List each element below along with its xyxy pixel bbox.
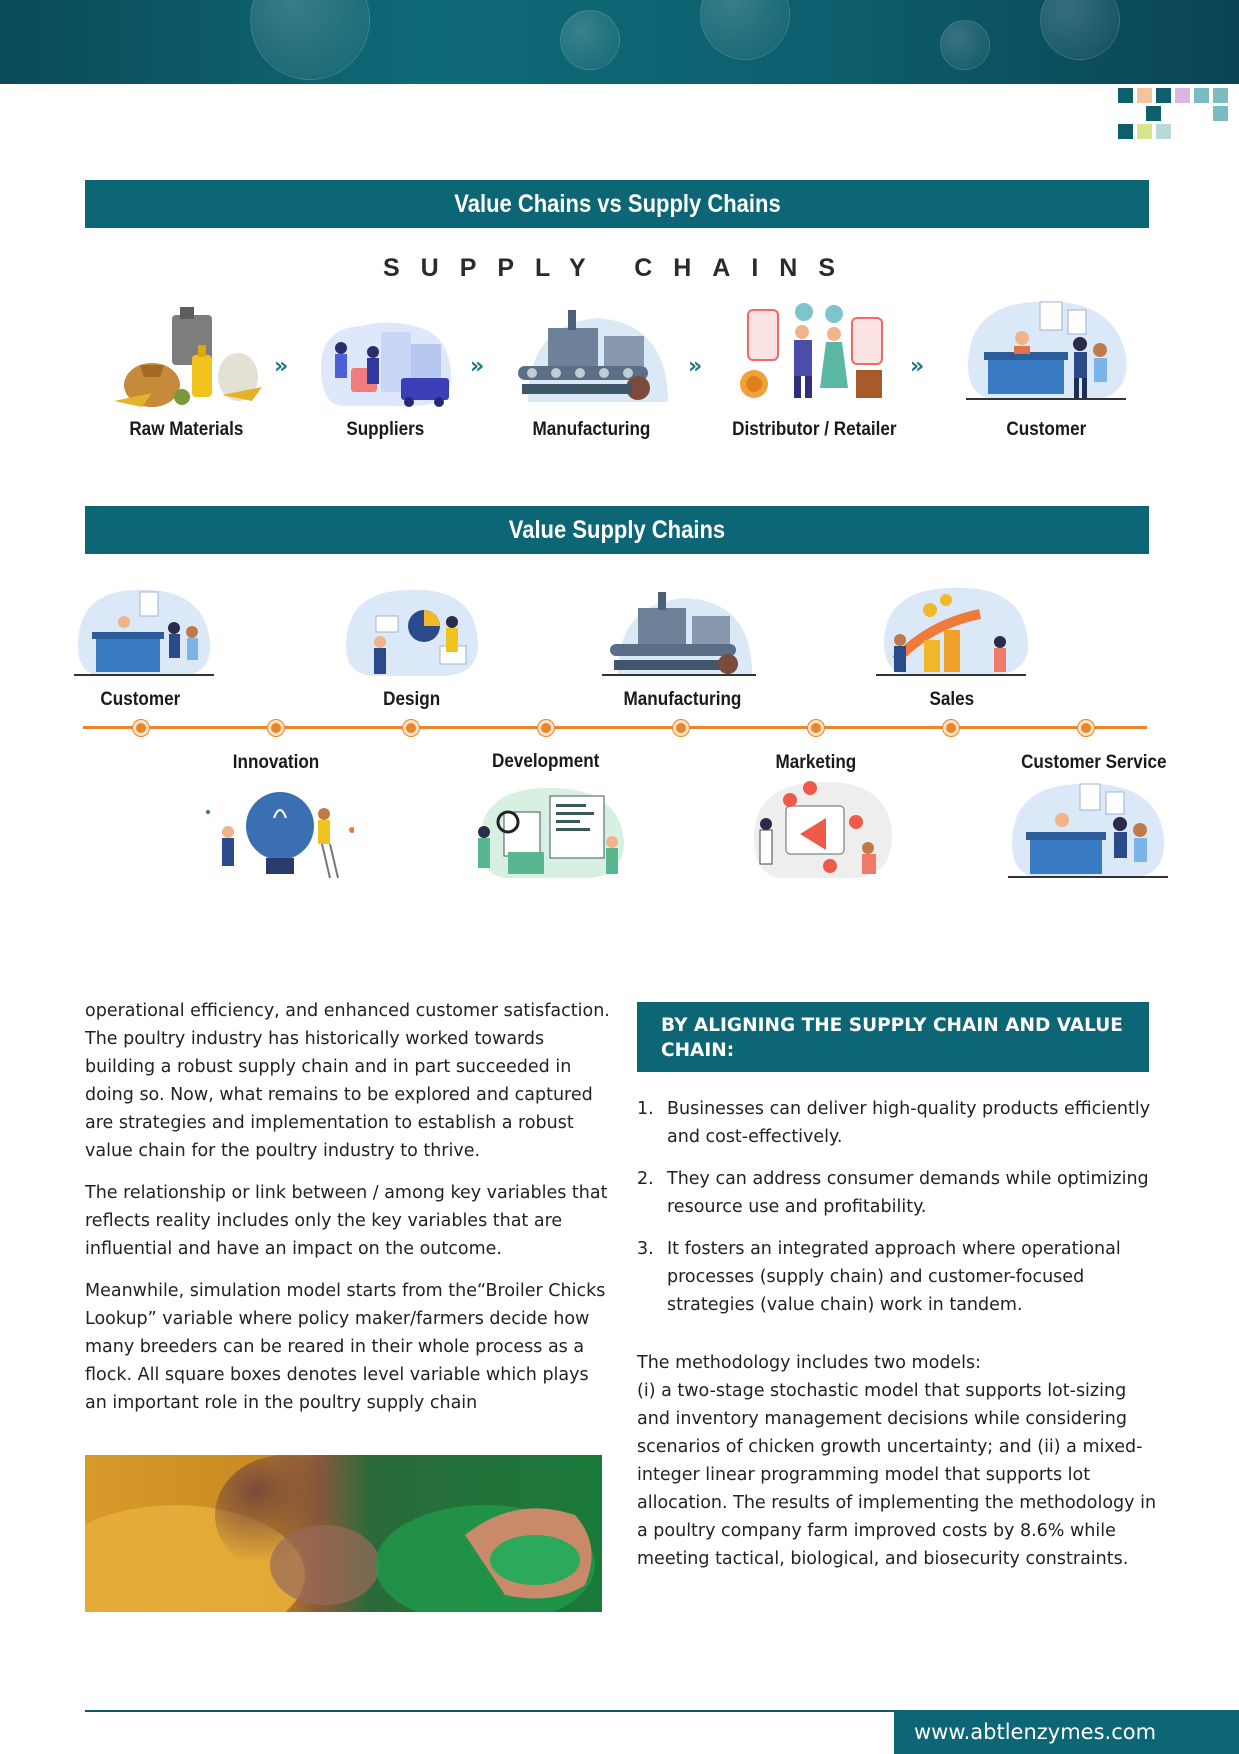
timeline-label-development: Development xyxy=(492,751,600,772)
raw-materials-illustration xyxy=(114,307,262,407)
list-item-text: It fosters an integrated approach where … xyxy=(667,1239,1121,1315)
chevron-right-icon: » xyxy=(910,354,925,379)
aligning-callout: BY ALIGNING THE SUPPLY CHAIN AND VALUE C… xyxy=(637,1002,1149,1072)
marketing-illustration xyxy=(754,781,892,878)
timeline-dot xyxy=(1078,720,1094,736)
timeline-dot xyxy=(268,720,284,736)
timeline-label-manufacturing: Manufacturing xyxy=(623,689,741,710)
list-item-text: Businesses can deliver high-quality prod… xyxy=(667,1099,1151,1147)
development-illustration xyxy=(478,787,624,878)
header-banner xyxy=(0,0,1239,84)
paragraph-1: operational efficiency, and enhanced cus… xyxy=(85,1001,610,1161)
customer-service-illustration xyxy=(1008,783,1168,878)
timeline-dot xyxy=(403,720,419,736)
list-item-number: 2. xyxy=(637,1169,654,1189)
list-item: 2. They can address consumer demands whi… xyxy=(637,1165,1157,1221)
benefits-list: 1. Businesses can deliver high-quality p… xyxy=(637,1095,1157,1333)
chevron-right-icon: » xyxy=(470,354,485,379)
paragraph-3: Meanwhile, simulation model starts from … xyxy=(85,1281,606,1413)
timeline-line xyxy=(83,726,1147,729)
design-illustration xyxy=(346,589,478,676)
timeline-dot xyxy=(673,720,689,736)
timeline-dot xyxy=(943,720,959,736)
step-label-suppliers: Suppliers xyxy=(346,419,424,440)
step-label-raw-materials: Raw Materials xyxy=(128,419,244,440)
list-item: 3. It fosters an integrated approach whe… xyxy=(637,1235,1157,1319)
list-item: 1. Businesses can deliver high-quality p… xyxy=(637,1095,1157,1151)
innovation-illustration xyxy=(206,792,354,879)
chevron-right-icon: » xyxy=(274,354,289,379)
timeline-label-sales: Sales xyxy=(929,689,975,710)
timeline-dot xyxy=(538,720,554,736)
timeline-dot xyxy=(808,720,824,736)
timeline-label-innovation: Innovation xyxy=(232,752,320,773)
customer-illustration xyxy=(966,301,1127,400)
timeline-dot xyxy=(133,720,149,736)
timeline-label-design: Design xyxy=(383,689,441,710)
footer-divider xyxy=(85,1710,1239,1712)
manufacturing-illustration xyxy=(518,310,668,402)
chevron-right-icon: » xyxy=(688,354,703,379)
timeline-label-marketing: Marketing xyxy=(775,752,857,773)
supply-chains-heading: SUPPLY CHAINS xyxy=(382,254,857,282)
step-label-customer: Customer xyxy=(1006,419,1086,440)
list-item-number: 1. xyxy=(637,1099,654,1119)
step-label-manufacturing: Manufacturing xyxy=(532,419,650,440)
left-body-text: operational efficiency, and enhanced cus… xyxy=(85,997,615,1431)
step-label-distributor-retailer: Distributor / Retailer xyxy=(731,419,897,440)
feed-ingredients-photo xyxy=(85,1455,602,1612)
suppliers-illustration xyxy=(321,322,451,407)
methodology-body: (i) a two-stage stochastic model that su… xyxy=(637,1381,1157,1569)
sales-illustration xyxy=(876,587,1029,676)
website-link[interactable]: www.abtlenzymes.com xyxy=(894,1710,1239,1754)
paragraph-2: The relationship or link between / among… xyxy=(85,1183,608,1259)
distributor-retailer-illustration xyxy=(740,303,883,398)
list-item-number: 3. xyxy=(637,1239,654,1259)
section-title-value-supply: Value Supply Chains xyxy=(85,506,1149,554)
methodology-text: The methodology includes two models: (i)… xyxy=(637,1349,1157,1573)
timeline-label-customer: Customer xyxy=(100,689,180,710)
decorative-squares xyxy=(1118,88,1236,142)
customer-illustration xyxy=(74,589,214,676)
section-title-value-vs-supply: Value Chains vs Supply Chains xyxy=(85,180,1149,228)
timeline-label-customer-service: Customer Service xyxy=(1021,752,1167,773)
methodology-intro: The methodology includes two models: xyxy=(637,1353,982,1373)
list-item-text: They can address consumer demands while … xyxy=(667,1169,1149,1217)
manufacturing-illustration xyxy=(602,592,756,676)
